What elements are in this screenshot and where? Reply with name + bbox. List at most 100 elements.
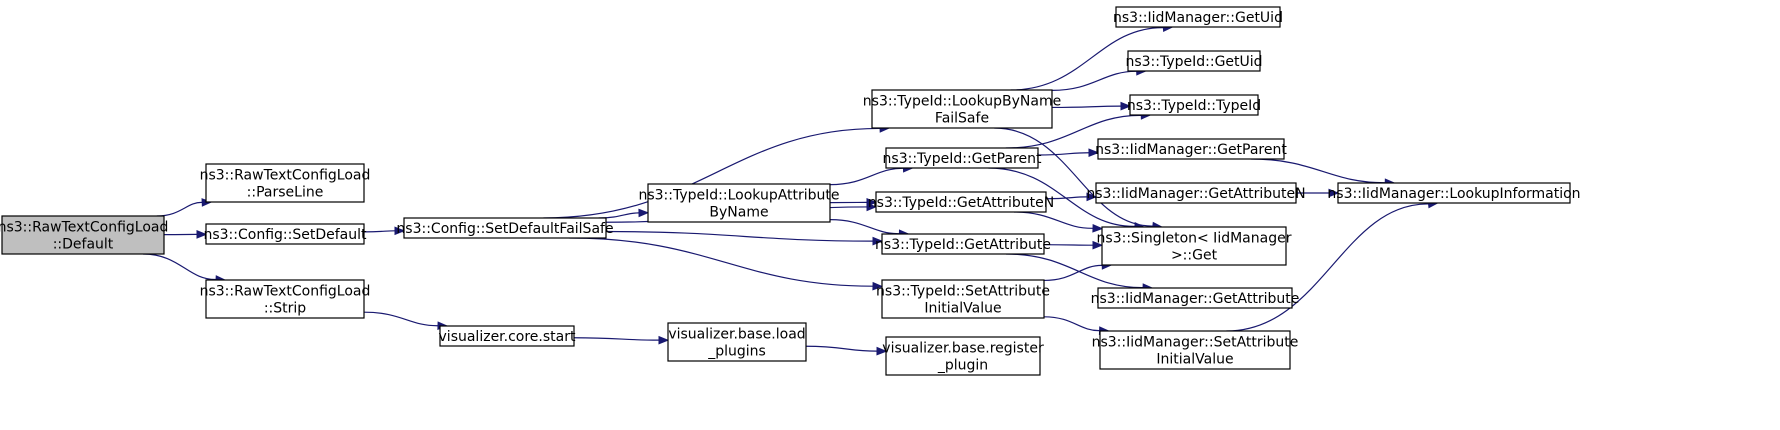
node-parseline[interactable]: ns3::RawTextConfigLoad::ParseLine (200, 163, 371, 203)
edge-getparent-to-iid_getparent (1037, 148, 1100, 158)
node-label: ns3::TypeId::LookupByName (863, 94, 1061, 110)
node-box (205, 223, 365, 245)
edge-iid_setattrinitial-to-iid_lookupinfo (1226, 199, 1439, 332)
node-getattribute[interactable]: ns3::TypeId::GetAttribute (875, 233, 1051, 255)
node-label: visualizer.core.start (439, 329, 576, 345)
node-box (881, 279, 1045, 319)
node-label: ::ParseLine (247, 185, 324, 201)
edge-lookupbynamefailsafe-to-typeid_typeid (1051, 101, 1132, 111)
node-label: ns3::IidManager::GetAttributeN (1086, 186, 1305, 202)
node-loadplugins[interactable]: visualizer.base.load_plugins (667, 322, 807, 362)
edge-default-to-strip (142, 253, 227, 284)
node-label: visualizer.base.load (668, 327, 805, 343)
node-box (439, 325, 575, 347)
node-label: ns3::TypeId::TypeId (1127, 98, 1261, 114)
node-label: ns3::TypeId::LookupAttribute (638, 188, 839, 204)
node-box (1097, 138, 1285, 160)
node-label: ns3::RawTextConfigLoad (200, 284, 371, 300)
edge-loadplugins-to-registerplugin (805, 345, 888, 356)
edge-getattributen-to-iid_getattributen (1045, 192, 1098, 202)
node-box (885, 336, 1041, 376)
node-label: ns3::IidManager::GetUid (1113, 10, 1283, 26)
node-box (403, 217, 607, 239)
edge-setdefaultfailsafe-to-setattrinitial (569, 237, 884, 291)
node-label: ns3::IidManager::GetParent (1095, 142, 1287, 158)
node-label: InitialValue (924, 301, 1001, 317)
node-box (1101, 226, 1287, 266)
node-box (1099, 330, 1291, 370)
node-iid_getuid[interactable]: ns3::IidManager::GetUid (1113, 6, 1283, 28)
node-iid_getattributen[interactable]: ns3::IidManager::GetAttributeN (1086, 182, 1306, 204)
node-label: ::Default (53, 237, 114, 253)
node-label: ns3::RawTextConfigLoad (0, 220, 168, 236)
node-box (1337, 182, 1571, 204)
edge-setdefaultfailsafe-to-getattribute (605, 230, 884, 246)
node-box (1095, 182, 1297, 204)
node-box (1127, 50, 1261, 72)
node-label: visualizer.base.register (882, 341, 1044, 357)
node-label: ns3::IidManager::LookupInformation (1327, 186, 1580, 202)
node-label: ns3::TypeId::GetAttribute (875, 237, 1051, 253)
node-iid_getattribute[interactable]: ns3::IidManager::GetAttribute (1091, 287, 1300, 309)
node-box (205, 279, 365, 319)
edge-default-to-setdefault (163, 230, 208, 239)
node-box (871, 89, 1053, 129)
edge-getattribute-to-singleton_get (1043, 240, 1104, 250)
node-typeid_typeid[interactable]: ns3::TypeId::TypeId (1127, 94, 1261, 116)
node-box (1, 215, 165, 255)
node-box (647, 183, 831, 223)
node-label: ::Strip (264, 301, 306, 317)
node-strip[interactable]: ns3::RawTextConfigLoad::Strip (200, 279, 371, 319)
node-getattributen[interactable]: ns3::TypeId::GetAttributeN (868, 191, 1054, 213)
node-iid_setattrinitial[interactable]: ns3::IidManager::SetAttributeInitialValu… (1092, 330, 1299, 370)
edge-strip-to-corestart (363, 311, 449, 331)
node-box (1129, 94, 1259, 116)
node-default[interactable]: ns3::RawTextConfigLoad::Default (0, 215, 168, 255)
node-setdefault[interactable]: ns3::Config::SetDefault (203, 223, 367, 245)
node-label: ns3::TypeId::GetParent (883, 151, 1042, 167)
node-setdefaultfailsafe[interactable]: ns3::Config::SetDefaultFailSafe (396, 217, 614, 239)
node-label: ns3::RawTextConfigLoad (200, 168, 371, 184)
node-box (1115, 6, 1281, 28)
node-label: >::Get (1171, 248, 1218, 264)
edge-default-to-parseline (156, 198, 213, 217)
edge-setdefault-to-setdefaultfailsafe (363, 226, 406, 236)
edge-getattributen-to-singleton_get (1013, 211, 1104, 233)
edge-setattrinitial-to-iid_setattrinitial (1043, 316, 1110, 335)
node-label: InitialValue (1156, 352, 1233, 368)
edge-lookupattrbyname-to-getattributen (829, 198, 878, 207)
node-label: ns3::IidManager::SetAttribute (1092, 335, 1299, 351)
edge-iid_getattributen-to-iid_lookupinfo (1296, 188, 1340, 198)
edge-iid_getparent-to-iid_lookupinfo (1250, 158, 1396, 188)
node-label: ns3::Config::SetDefaultFailSafe (396, 221, 613, 237)
node-box (881, 233, 1045, 255)
node-label: FailSafe (935, 111, 989, 127)
node-label: ns3::TypeId::SetAttribute (876, 284, 1050, 300)
node-typeid_getuid[interactable]: ns3::TypeId::GetUid (1125, 50, 1263, 72)
node-iid_getparent[interactable]: ns3::IidManager::GetParent (1095, 138, 1287, 160)
node-iid_lookupinfo[interactable]: ns3::IidManager::LookupInformation (1327, 182, 1581, 204)
node-label: _plugin (937, 358, 988, 374)
node-registerplugin[interactable]: visualizer.base.register_plugin (882, 336, 1044, 376)
node-getparent[interactable]: ns3::TypeId::GetParent (883, 147, 1042, 169)
node-label: ns3::TypeId::GetAttributeN (868, 195, 1054, 211)
edge-corestart-to-loadplugins (573, 335, 670, 345)
node-box (875, 191, 1047, 213)
edge-setdefaultfailsafe-to-lookupattrbyname (598, 208, 650, 219)
node-label: ns3::IidManager::GetAttribute (1091, 291, 1300, 307)
node-label: ByName (709, 205, 768, 221)
node-label: ns3::Config::SetDefault (203, 227, 367, 243)
node-box (667, 322, 807, 362)
node-box (205, 163, 365, 203)
node-label: ns3::TypeId::GetUid (1125, 54, 1262, 70)
node-box (1097, 287, 1293, 309)
node-label: ns3::Singleton< IidManager (1097, 231, 1292, 247)
node-box (885, 147, 1039, 169)
node-singleton_get[interactable]: ns3::Singleton< IidManager>::Get (1097, 226, 1292, 266)
node-corestart[interactable]: visualizer.core.start (439, 325, 576, 347)
node-label: _plugins (707, 344, 766, 360)
